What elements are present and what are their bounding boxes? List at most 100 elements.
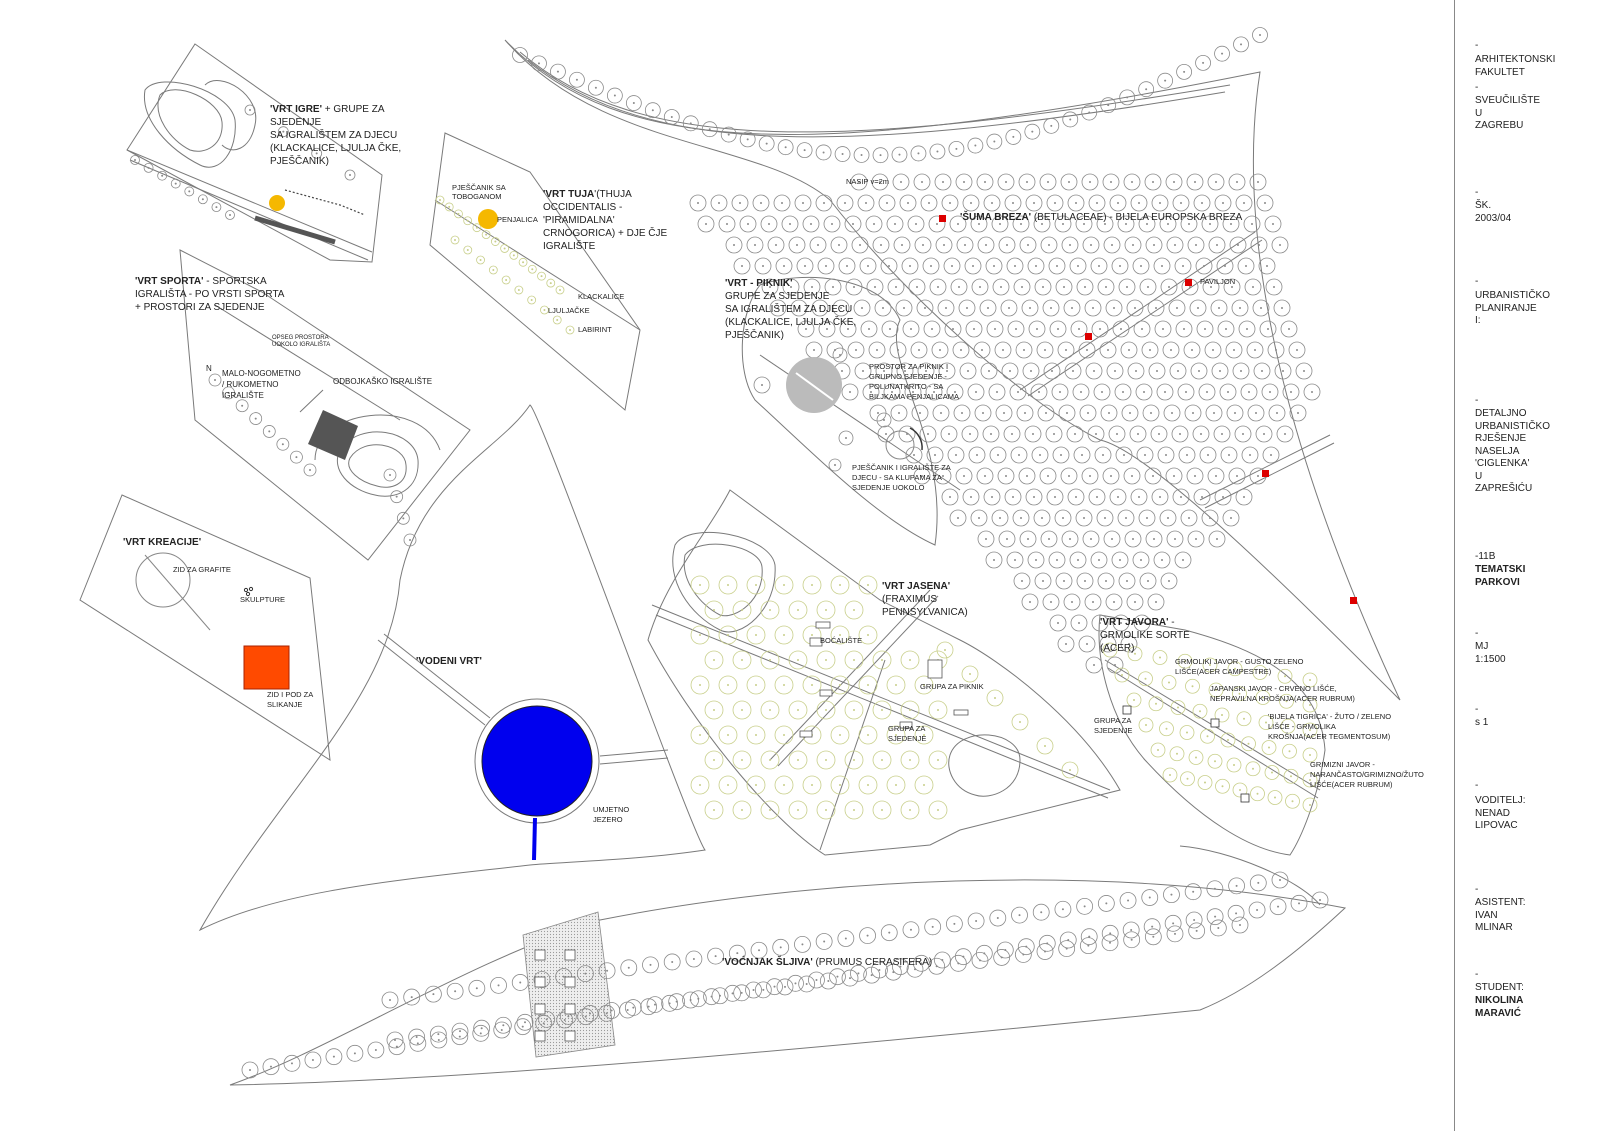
sb-dash-5: - [1475, 395, 1479, 406]
tree-symbol [1036, 341, 1054, 359]
tree-symbol [1100, 404, 1118, 422]
tree-symbol [838, 430, 854, 446]
tree-symbol [914, 675, 934, 695]
tree-symbol [746, 236, 764, 254]
tree-symbol [986, 320, 1004, 338]
tree-symbol [922, 257, 940, 275]
parcel-vrt-igre [126, 43, 383, 263]
tree-symbol [1003, 425, 1021, 443]
tree-symbol [931, 341, 949, 359]
tree-symbol [769, 299, 787, 317]
tree-symbol [1277, 668, 1293, 684]
parcel-vrt-kreacije [79, 494, 331, 761]
tree-symbol [1217, 320, 1235, 338]
tree-symbol [1162, 341, 1180, 359]
tree-symbol [311, 147, 323, 159]
tree-symbol [906, 960, 924, 978]
tree-symbol [454, 209, 463, 219]
tree-symbol [620, 959, 638, 977]
tree-symbol [1220, 732, 1236, 748]
tree-symbol [1141, 341, 1159, 359]
tree-symbol [1042, 593, 1060, 611]
tree-symbol [1078, 635, 1096, 653]
sandbox-vrt-igre [269, 195, 285, 211]
tree-symbol [1111, 257, 1129, 275]
tree-symbol [550, 63, 566, 80]
tree-symbol [994, 341, 1012, 359]
tree-symbol [690, 675, 710, 695]
tree-symbol [1162, 767, 1178, 783]
tree-symbol [1172, 488, 1190, 506]
tree-symbol [1214, 45, 1230, 62]
tree-symbol [1018, 467, 1036, 485]
tree-symbol [802, 575, 822, 595]
tree-symbol [1200, 728, 1215, 744]
tree-symbol [997, 467, 1015, 485]
tree-symbol [1102, 467, 1120, 485]
water-channel [532, 817, 537, 861]
tree-symbol [425, 985, 442, 1003]
tree-symbol [724, 984, 741, 1002]
tree-symbol [774, 725, 794, 745]
tree-symbol [1076, 278, 1094, 296]
tree-symbol [777, 139, 794, 156]
tree-symbol [603, 1002, 621, 1019]
tree-symbol [624, 999, 642, 1016]
tree-symbol [824, 278, 842, 296]
tree-symbol [853, 299, 871, 317]
tree-symbol [732, 800, 752, 820]
tree-symbol [1024, 123, 1041, 140]
tree-symbol [858, 625, 878, 645]
tree-symbol [463, 245, 473, 255]
tree-symbol [1080, 928, 1098, 946]
tree-symbol [1005, 129, 1022, 145]
tree-symbol [304, 1051, 322, 1069]
tree-symbol [241, 1061, 259, 1079]
tree-symbol [970, 215, 988, 233]
tree-symbol [962, 194, 980, 212]
tree-symbol [871, 173, 889, 191]
tree-symbol [1147, 593, 1165, 611]
tree-symbol [788, 600, 808, 620]
tree-symbol [733, 984, 751, 1002]
tree-symbol [1249, 874, 1267, 892]
label-vrt-igre: 'VRT IGRE' + GRUPE ZA SJEDENJE SA IGRALI… [270, 104, 402, 167]
tree-symbol [815, 194, 833, 212]
tree-symbol [1282, 743, 1297, 759]
tree-symbol [1183, 341, 1201, 359]
tree-symbol [732, 650, 752, 670]
tree-symbol [1133, 614, 1151, 632]
tree-symbol [1214, 194, 1232, 212]
tree-symbol [1188, 750, 1204, 765]
tree-symbol [704, 600, 724, 620]
tree-symbol [929, 143, 946, 160]
tree-symbol [1237, 257, 1255, 275]
tree-symbol [303, 463, 317, 477]
tree-symbol [973, 341, 991, 359]
tree-symbol [1109, 488, 1127, 506]
tree-symbol [450, 235, 460, 245]
tree-symbol [902, 320, 920, 338]
label-grupa-sjedenje-2: GRUPA ZA SJEDENJE [1094, 716, 1133, 735]
tree-symbol [1119, 89, 1136, 106]
tree-symbol [1087, 425, 1105, 443]
tree-symbol [1127, 362, 1145, 380]
tree-symbol [1011, 906, 1028, 924]
tree-symbol [732, 750, 752, 770]
tree-symbol [1069, 257, 1087, 275]
tree-symbol [1091, 320, 1109, 338]
tree-symbol [868, 341, 886, 359]
sb-dash-7: - [1475, 704, 1479, 715]
tree-symbol [732, 700, 752, 720]
tree-symbol [1150, 425, 1168, 443]
tree-symbol [1126, 692, 1142, 708]
tree-symbol [1040, 236, 1058, 254]
tree-symbol [1124, 530, 1142, 548]
tree-symbol [859, 257, 877, 275]
tree-symbol [1152, 650, 1168, 665]
tree-symbol [1126, 299, 1144, 317]
tree-symbol [809, 236, 827, 254]
tree-symbol [1030, 383, 1048, 401]
tree-symbol [718, 575, 738, 595]
pavilion-5 [1350, 597, 1357, 604]
